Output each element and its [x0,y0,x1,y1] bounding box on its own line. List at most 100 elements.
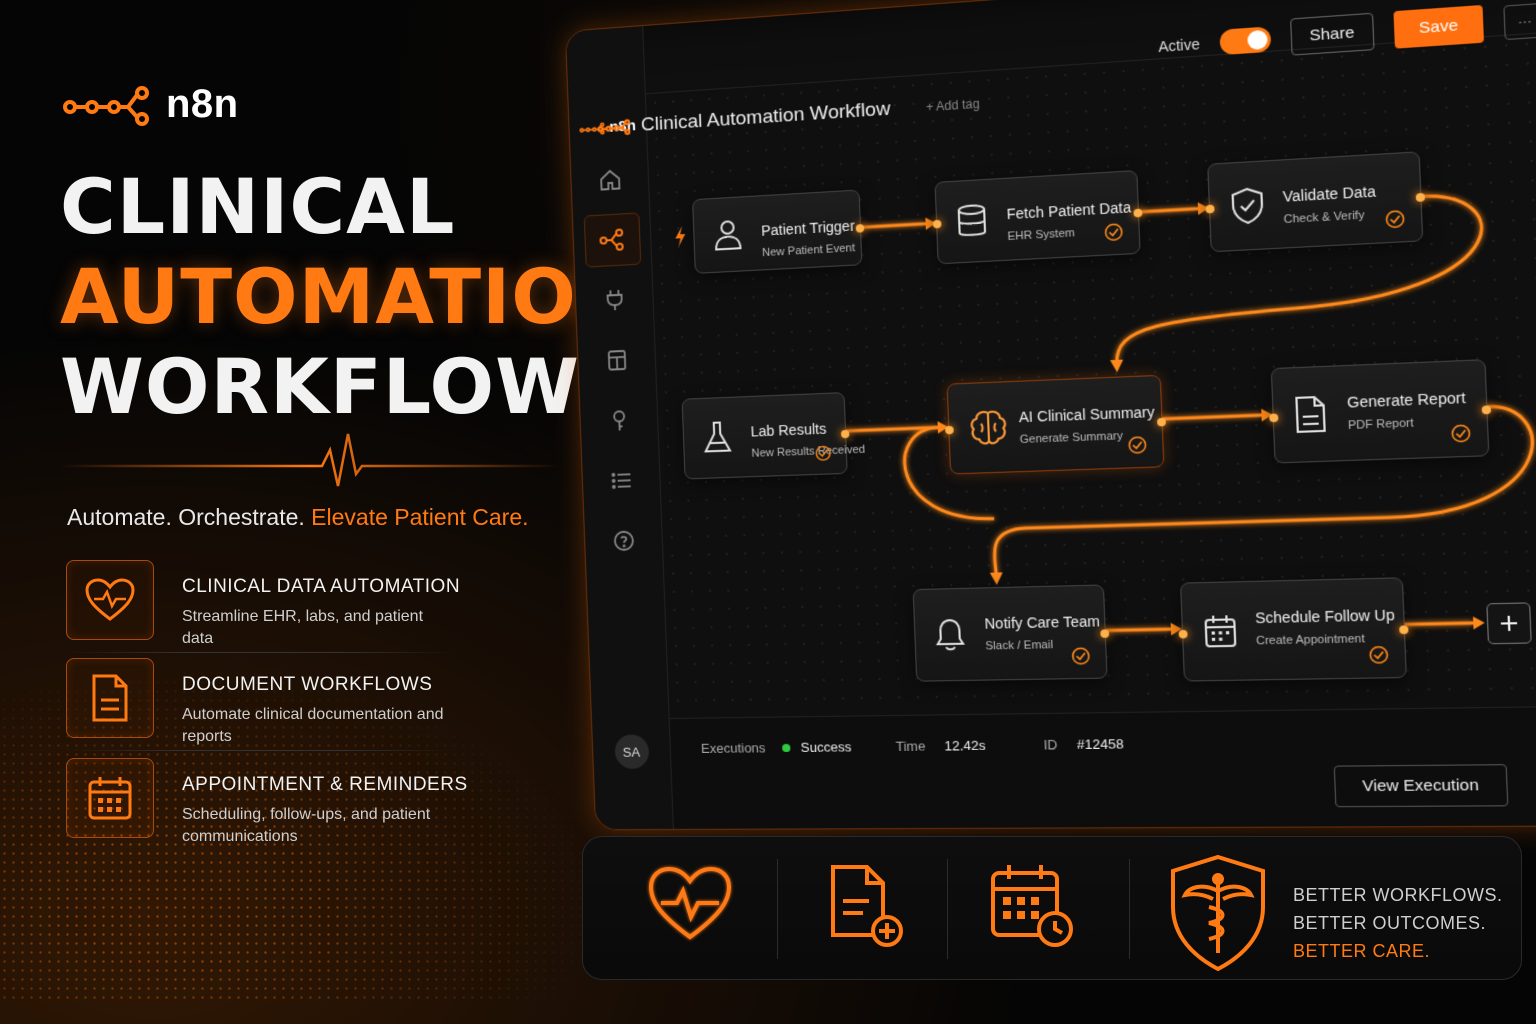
brand-name: n8n [166,82,239,126]
hero-line-3: WORKFLOWS [60,342,636,431]
node-patient-trigger[interactable]: Patient Trigger New Patient Event [692,189,865,274]
calendar-icon [66,758,154,838]
shield-check-icon [1229,186,1266,226]
feature-divider [66,652,456,653]
feature-desc: Automate clinical documentation and repo… [182,706,444,745]
node-lab-results[interactable]: Lab Results New Results Received [681,392,865,480]
tagline: Automate. Orchestrate. Elevate Patient C… [67,504,529,531]
calendar-clock-icon [991,865,1073,947]
dot-wave-decoration [0,660,620,1000]
view-execution-button[interactable]: View Execution [1333,764,1509,808]
node-subtitle: Create Appointment [1255,632,1366,648]
check-icon [815,445,832,462]
node-subtitle: EHR System [1007,226,1076,244]
feature-appointments: APPOINTMENT & REMINDERS Scheduling, foll… [66,758,536,848]
output-port[interactable] [1100,629,1110,638]
id-value: #12458 [1076,736,1125,753]
node-generate-report[interactable]: Generate Report PDF Report [1269,359,1492,464]
panel-separator [777,859,778,959]
benefit-line-1: BETTER WORKFLOWS. [1293,885,1503,905]
tagline-text: Automate. Orchestrate. [67,504,312,530]
bell-icon [934,617,967,653]
input-port[interactable] [1205,204,1215,214]
execution-time: Time 12.42s [895,738,985,754]
node-title: AI Clinical Summary [1018,403,1155,426]
node-subtitle: Generate Summary [1019,429,1124,447]
node-subtitle: Check & Verify [1283,209,1365,227]
database-icon [955,203,988,240]
node-title: Patient Trigger [760,217,856,239]
node-title: Fetch Patient Data [1006,198,1132,223]
trigger-bolt-icon [674,225,686,247]
node-validate-data[interactable]: Validate Data Check & Verify [1205,151,1426,253]
node-title: Generate Report [1346,389,1466,411]
app-window: n8n SA Active Share Save ··· [564,0,1536,831]
panel-separator [947,859,948,959]
n8n-logo-icon [63,85,149,126]
node-schedule-follow-up[interactable]: Schedule Follow Up Create Appointment [1178,577,1409,682]
status-text: Success [800,739,852,756]
add-node-button[interactable] [1486,602,1532,645]
user-icon [712,218,744,252]
hero-line-1: CLINICAL [60,162,456,251]
time-value: 12.42s [944,737,986,754]
calendar-icon [1202,613,1239,650]
node-title: Schedule Follow Up [1254,606,1396,627]
brain-icon [968,408,1010,447]
feature-desc: Streamline EHR, labs, and patient data [182,608,424,647]
success-dot [782,743,791,753]
feature-desc: Scheduling, follow-ups, and patient comm… [182,806,431,845]
feature-document-workflows: DOCUMENT WORKFLOWS Automate clinical doc… [66,658,536,748]
input-port[interactable] [1269,413,1279,423]
sidebar-logo: n8n [579,117,636,138]
execution-id: ID #12458 [1043,736,1124,753]
node-title: Lab Results [750,420,827,440]
feature-title: CLINICAL DATA AUTOMATION [182,576,461,597]
flask-icon [702,420,734,456]
check-icon [1368,645,1389,665]
input-port[interactable] [932,219,942,229]
document-add-icon [831,865,903,947]
node-subtitle: New Patient Event [761,241,856,260]
panel-separator [1129,859,1130,959]
heartbeat-line-icon [60,433,560,487]
feature-clinical-data: CLINICAL DATA AUTOMATION Streamline EHR,… [66,560,536,650]
feature-divider [66,750,456,751]
execution-status: Success [782,739,852,755]
check-icon [1104,222,1124,242]
node-title: Notify Care Team [984,612,1101,632]
benefit-line-3: BETTER CARE. [1293,941,1431,961]
node-notify-care-team[interactable]: Notify Care Team Slack / Email [912,584,1110,682]
node-subtitle: PDF Report [1347,416,1414,433]
executions-bar: Executions Success Time 12.42s ID #12458… [669,705,1536,829]
heart-pulse-icon [648,866,732,940]
node-title: Validate Data [1282,182,1377,206]
bottom-benefits-panel: BETTER WORKFLOWS. BETTER OUTCOMES. BETTE… [582,836,1522,980]
tagline-highlight: Elevate Patient Care. [311,504,529,530]
input-port[interactable] [945,425,954,435]
input-port[interactable] [1178,629,1188,639]
document-icon [66,658,154,738]
check-icon [1071,646,1091,665]
time-label: Time [895,738,926,755]
hero-title: CLINICAL AUTOMATION WORKFLOWS [60,162,642,432]
document-icon [1293,395,1328,435]
executions-label: Executions [700,740,766,757]
benefits-text: BETTER WORKFLOWS. BETTER OUTCOMES. BETTE… [1293,881,1503,965]
node-ai-clinical-summary[interactable]: AI Clinical Summary Generate Summary [945,374,1167,475]
n8n-logo-icon [579,120,605,138]
feature-title: DOCUMENT WORKFLOWS [182,674,433,695]
heart-pulse-icon [66,560,154,640]
check-icon [1127,435,1147,455]
id-label: ID [1043,736,1058,753]
check-icon [1450,423,1471,443]
sidebar: n8n SA [565,26,674,830]
node-fetch-patient-data[interactable]: Fetch Patient Data EHR System [932,170,1143,265]
check-icon [1384,209,1405,229]
caduceus-shield-icon [1171,854,1265,972]
feature-title: APPOINTMENT & REMINDERS [182,774,468,795]
node-subtitle: Slack / Email [985,638,1054,653]
plus-icon [1498,613,1520,633]
benefit-line-2: BETTER OUTCOMES. [1293,913,1487,933]
hero-line-2: AUTOMATION [60,252,642,341]
